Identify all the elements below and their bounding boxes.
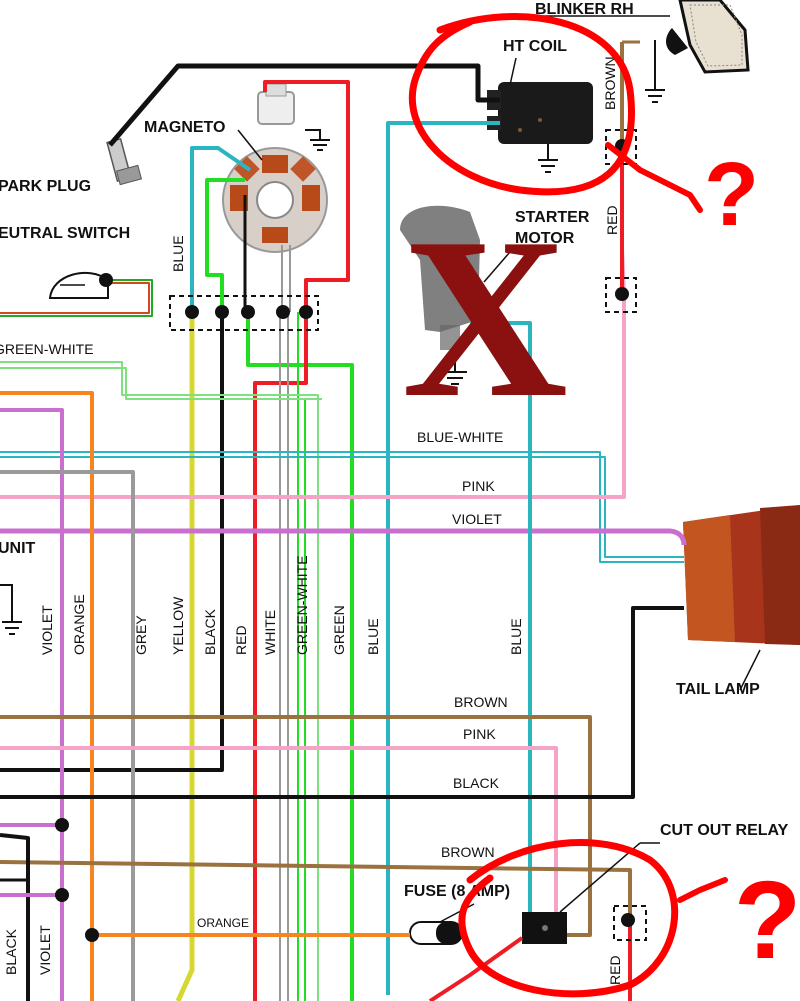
starter-motor [400, 205, 480, 350]
wire-label-blue-white: BLUE-WHITE [417, 429, 503, 445]
wire-label-yellow-v: YELLOW [170, 596, 186, 655]
magneto-stator [222, 83, 328, 253]
connector-red [605, 277, 637, 313]
label-unit: UNIT [0, 540, 36, 557]
wire-label-pink-lower: PINK [463, 726, 496, 742]
label-ht-coil: HT COIL [503, 38, 567, 55]
component-labels: BLINKER RH HT COIL MAGNETO PARK PLUG EUT… [0, 1, 789, 900]
wire-label-orange-bottom: ORANGE [197, 916, 249, 930]
wire-label-blue-v: BLUE [365, 618, 381, 655]
tail-annotation-bottom [677, 877, 728, 903]
wire-label-red-bottom: RED [607, 955, 623, 985]
neutral-switch [48, 271, 109, 299]
connector-relay [613, 905, 647, 941]
label-neutral-switch: EUTRAL SWITCH [0, 225, 130, 242]
blinker-housing [666, 0, 750, 74]
ht-coil [487, 82, 593, 144]
cut-out-relay [522, 912, 567, 944]
wire-label-brown-bottom: BROWN [441, 844, 495, 860]
wire-label-brown: BROWN [454, 694, 508, 710]
wire-label-green-white-v: GREEN-WHITE [294, 555, 310, 655]
wire-label-red-top: RED [604, 205, 620, 235]
label-tail-lamp: TAIL LAMP [676, 681, 760, 698]
label-blinker: BLINKER RH [535, 1, 634, 18]
circle-annotation-ht-coil [408, 13, 635, 196]
fuse [409, 921, 463, 945]
ground-symbols [0, 40, 665, 635]
wire-label-violet-bottom: VIOLET [37, 925, 53, 975]
label-magneto: MAGNETO [144, 119, 225, 136]
wire-label-green-white: GREEN-WHITE [0, 341, 94, 357]
leader-lines [237, 15, 761, 923]
wire-label-red-v: RED [233, 625, 249, 655]
wire-label-green-v: GREEN [331, 605, 347, 655]
tail-lamp [683, 505, 800, 645]
cross-mark-starter: X [402, 190, 568, 445]
question-mark-top: ? [704, 145, 759, 245]
label-spark-plug: PARK PLUG [0, 178, 91, 195]
wire-label-black-bottom: BLACK [3, 928, 19, 975]
wire-label-blue-v2: BLUE [508, 618, 524, 655]
question-mark-bottom: ? [734, 859, 800, 982]
wire-labels: GREEN-WHITE BLUE-WHITE PINK VIOLET BROWN… [0, 56, 623, 985]
spark-plug [106, 137, 143, 186]
label-fuse: FUSE (8 AMP) [404, 883, 510, 900]
connector-box [169, 295, 319, 331]
wire-label-orange-v: ORANGE [71, 594, 87, 655]
label-starter-2: MOTOR [515, 230, 575, 247]
circle-annotation-relay [458, 839, 679, 998]
wire-label-brown-top: BROWN [602, 56, 618, 110]
wire-label-violet-v: VIOLET [39, 605, 55, 655]
wire-label-violet: VIOLET [452, 511, 502, 527]
wire-label-blue-left: BLUE [170, 235, 186, 272]
annotations: ? ? X [402, 13, 800, 998]
label-cut-out-relay: CUT OUT RELAY [660, 822, 789, 839]
wire-label-black-lower: BLACK [453, 775, 500, 791]
wire-label-black-v: BLACK [202, 608, 218, 655]
label-starter-1: STARTER [515, 209, 590, 226]
wire-label-pink: PINK [462, 478, 495, 494]
junction-dots [55, 139, 635, 942]
tail-annotation-top [605, 142, 703, 213]
wire-label-grey-v: GREY [133, 615, 149, 655]
wire-label-white-v: WHITE [262, 610, 278, 655]
